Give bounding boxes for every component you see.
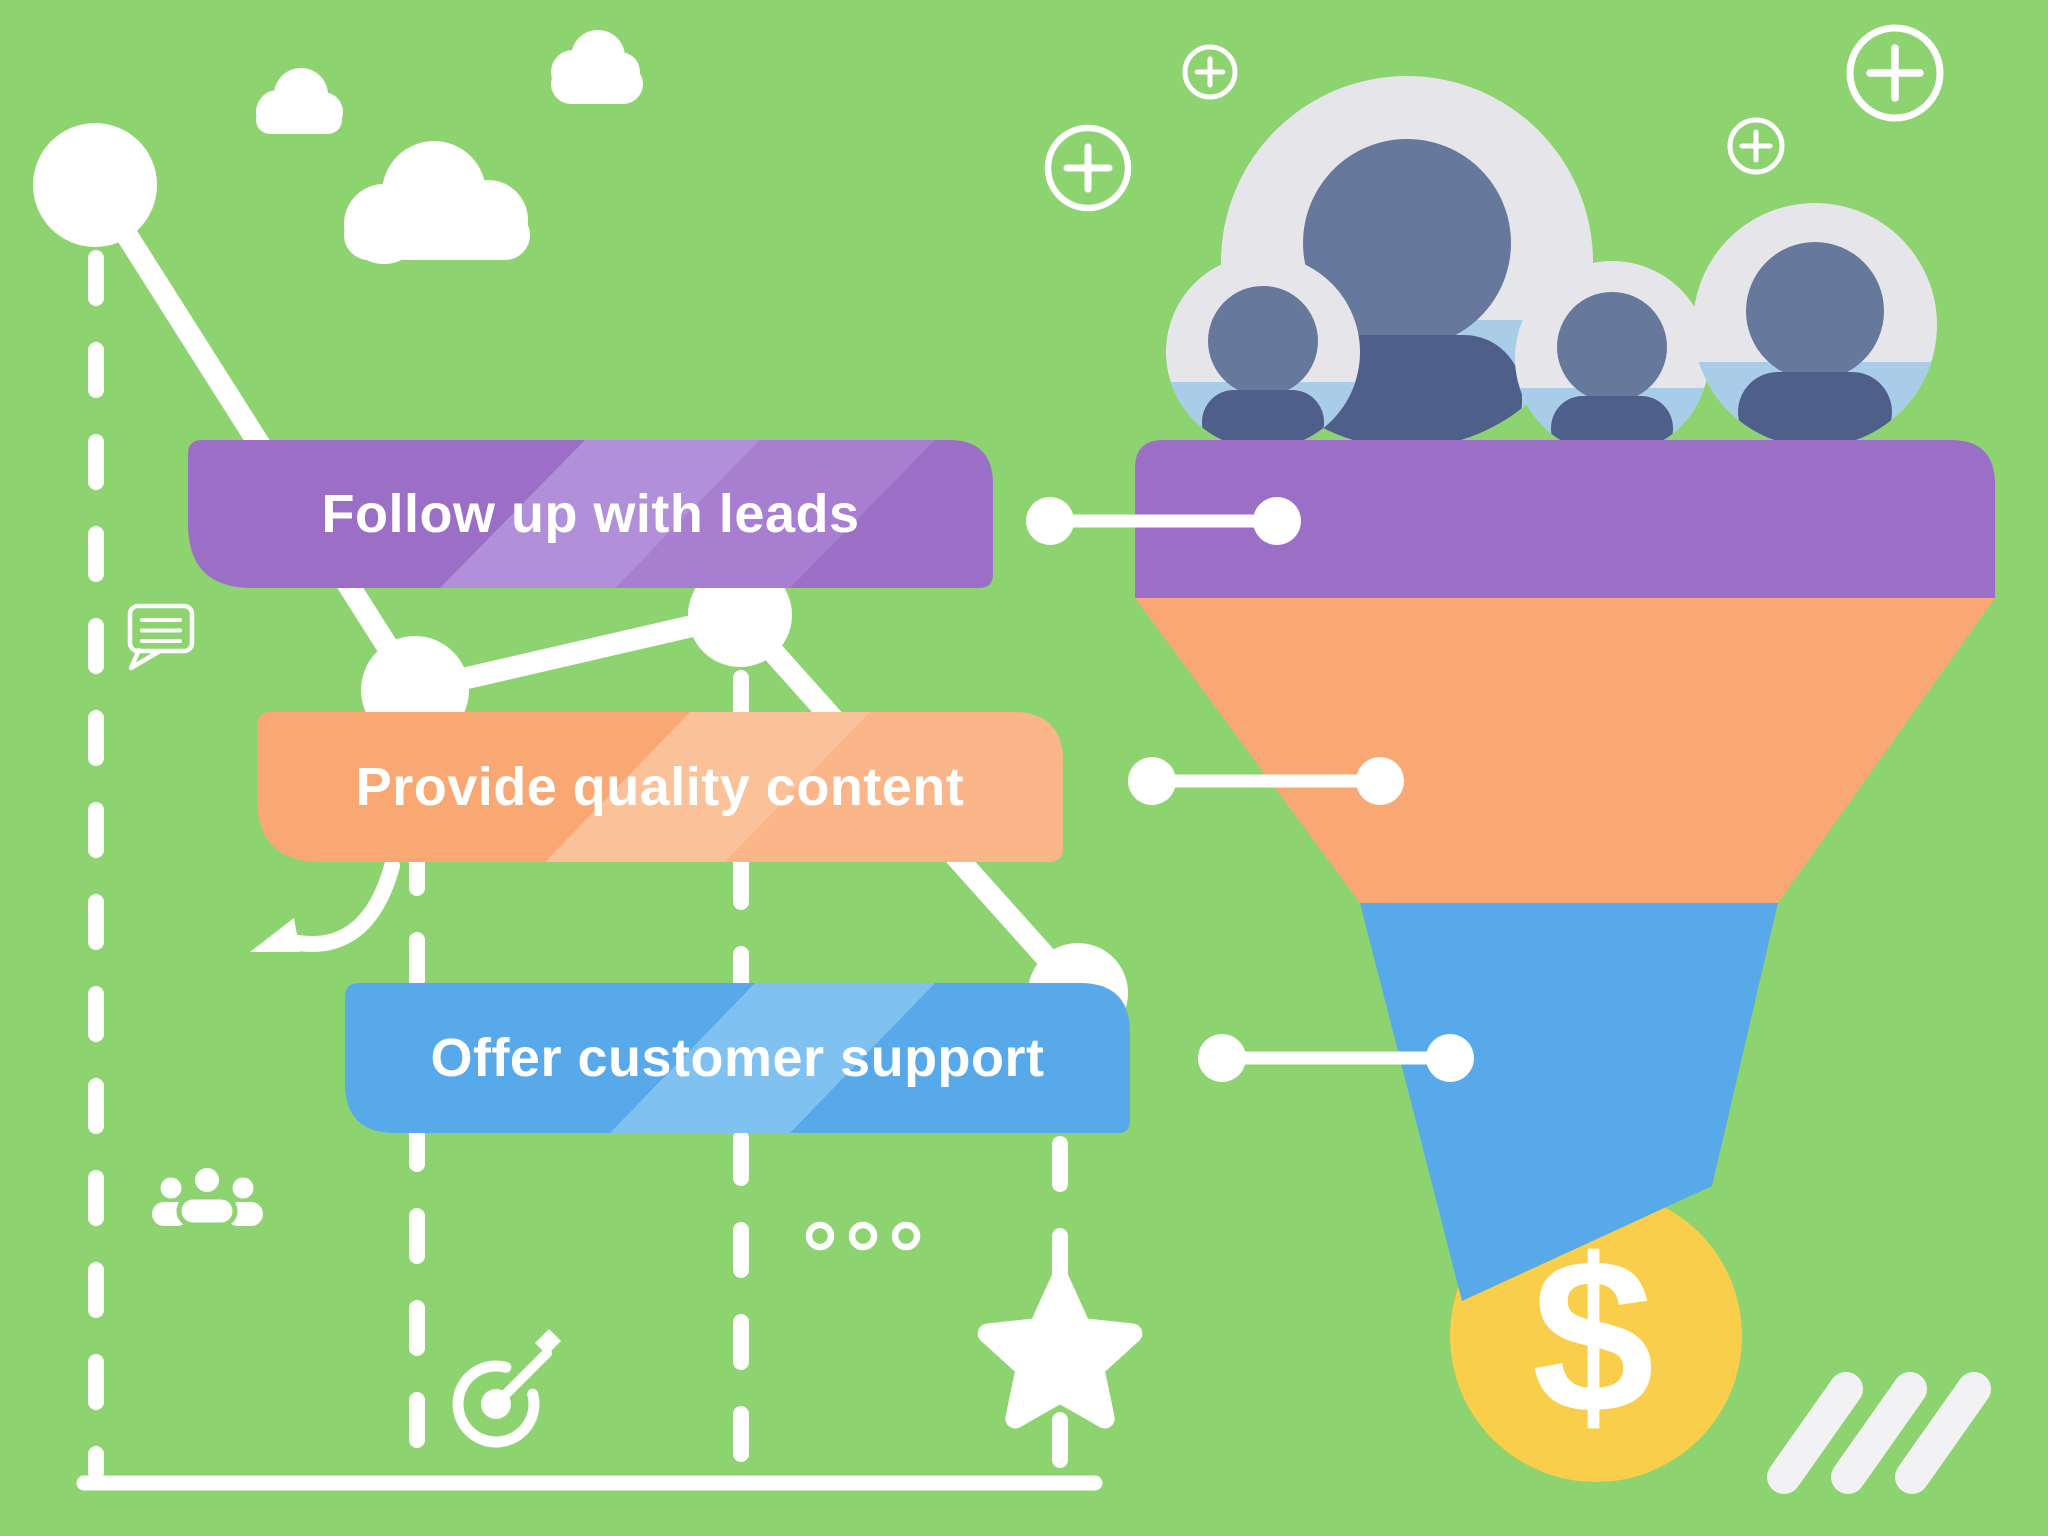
cloud-icon xyxy=(551,30,643,104)
banner-follow-up xyxy=(188,440,993,588)
banner-quality-content xyxy=(257,712,1063,862)
plus-icon xyxy=(1846,24,1944,122)
connector xyxy=(1128,757,1404,805)
banner-sheen xyxy=(725,712,1063,862)
step-label-quality-content: Provide quality content xyxy=(355,757,965,817)
step-label-follow-up: Follow up with leads xyxy=(321,484,860,544)
ellipsis-icon xyxy=(805,1221,921,1251)
banner-sheen xyxy=(615,440,935,588)
connector xyxy=(1198,1034,1474,1082)
users-icon xyxy=(152,1163,263,1228)
funnel-stage-top xyxy=(1135,440,1995,598)
data-point xyxy=(33,123,157,247)
funnel-stage-bottom xyxy=(1360,903,1778,1301)
arrow-curved-icon xyxy=(250,858,400,952)
avatar xyxy=(1515,261,1709,455)
data-point xyxy=(688,563,792,667)
target-icon xyxy=(452,1329,561,1448)
plus-icon xyxy=(1727,117,1785,175)
banner-sheen xyxy=(610,983,935,1133)
banner-customer-support xyxy=(345,983,1130,1133)
speech-bubble-icon xyxy=(127,603,195,671)
funnel: $ xyxy=(1135,440,1995,1482)
banner-sheen xyxy=(440,440,760,588)
cloud-icon xyxy=(344,141,530,264)
step-label-customer-support: Offer customer support xyxy=(430,1028,1045,1088)
cloud-icon xyxy=(256,68,343,134)
banner-sheen xyxy=(545,712,870,862)
connectors xyxy=(1026,497,1474,1082)
connector xyxy=(1026,497,1301,545)
funnel-stage-middle xyxy=(1135,598,1995,903)
plus-icon xyxy=(1044,124,1132,212)
avatar xyxy=(1693,203,1937,447)
star-icon xyxy=(977,1271,1143,1429)
plus-icon xyxy=(1182,44,1238,100)
logo-mark xyxy=(1767,1372,1991,1494)
